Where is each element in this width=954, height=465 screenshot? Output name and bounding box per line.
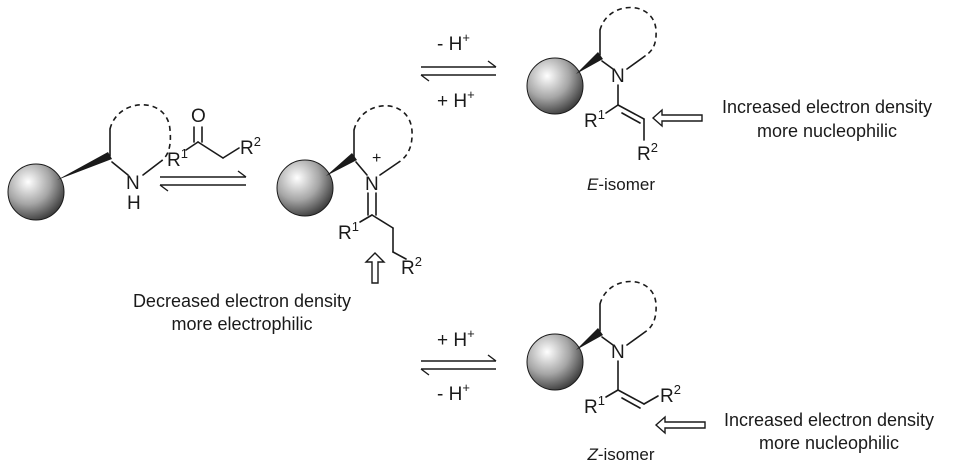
ring-bond [626,331,646,346]
nitrogen-label: N [365,174,379,195]
carbon-carbon-bond [197,141,224,159]
carbon-r2-bond [643,395,659,405]
stereo-wedge-bond [57,152,112,180]
carbon-r2-bond [392,251,407,260]
carbon-r1-bond [605,389,619,398]
solid-support-sphere [526,57,584,115]
dashed-ring-arc [353,105,413,163]
forward-half-arrow [421,354,497,362]
enamine-double-bond [621,112,641,124]
r1-label: R1 [584,107,605,132]
hollow-left-arrow [651,108,703,128]
nitrogen-label: N [611,66,625,87]
plus-proton-label: + H+ [437,326,475,351]
equilibrium-arrow-e-isomer: - H+ + H+ [420,30,497,112]
ring-bond [355,161,368,176]
stereo-wedge-bond [326,153,357,176]
z-isomer-label: Z-isomer [586,445,654,464]
r2-label: R2 [637,140,658,165]
equilibrium-arrow-z-isomer: + H+ - H+ [420,326,497,405]
hollow-left-arrow [654,415,706,435]
reverse-half-arrow [159,184,246,192]
e-isomer-enamine: N R1 R2 E-isomer [526,6,658,194]
solid-support-sphere [526,333,584,391]
hollow-up-arrow [364,252,386,284]
stereo-wedge-bond [576,328,603,350]
carbon-r1-bond [359,214,373,223]
ring-bond [111,161,129,176]
enamine-double-bond [617,389,645,405]
r2-label: R2 [401,254,422,279]
r1-label: R1 [167,146,188,171]
solid-support-sphere [276,159,334,217]
nitrogen-label: N [611,342,625,363]
carbon-r1-bond [185,141,199,151]
nitrogen-label: N [126,173,140,194]
positive-charge: + [372,150,381,167]
oxygen-label: O [191,106,206,127]
ring-bond [379,161,400,176]
r2-label: R2 [240,134,261,159]
equilibrium-arrow-condensation [159,170,247,192]
nucleophilic-note-e-line2: more nucleophilic [757,121,897,141]
solid-support-sphere [7,163,65,221]
dashed-ring-arc [109,104,172,163]
ring-bond [601,336,614,346]
enamine-double-bond [617,104,645,120]
nucleophilic-note-z-line2: more nucleophilic [759,433,899,453]
ring-bond [601,60,614,70]
dashed-ring-arc [599,6,657,57]
carbon-carbon-bond [371,214,394,229]
electrophilic-note-line1: Decreased electron density [133,291,351,311]
plus-proton-label: + H+ [437,87,475,112]
carbon-r2-bond [222,147,240,159]
minus-proton-label: - H+ [437,30,470,55]
ring-bond [142,161,161,176]
ring-bond [626,55,646,70]
e-isomer-label: E-isomer [587,175,655,194]
dashed-ring-arc [599,280,657,333]
forward-half-arrow [421,60,497,68]
amine-catalyst: N H [7,104,172,221]
enamine-double-bond [621,397,641,409]
electrophilic-note-line2: more electrophilic [171,314,312,334]
iminium-ion: N + R1 R2 [276,105,422,279]
reverse-half-arrow [420,74,496,82]
carbon-r1-bond [605,104,619,114]
z-isomer-enamine: N R1 R2 Z-isomer [526,280,681,464]
reverse-half-arrow [420,368,496,376]
r1-label: R1 [338,219,359,244]
nucleophilic-note-z-line1: Increased electron density [724,410,934,430]
carbonyl-compound: O R1 R2 [167,106,261,171]
r2-label: R2 [660,382,681,407]
r1-label: R1 [584,393,605,418]
nucleophilic-note-e-line1: Increased electron density [722,97,932,117]
forward-half-arrow [160,170,247,178]
stereo-wedge-bond [576,52,603,74]
minus-proton-label: - H+ [437,380,470,405]
hydrogen-label: H [127,193,141,214]
